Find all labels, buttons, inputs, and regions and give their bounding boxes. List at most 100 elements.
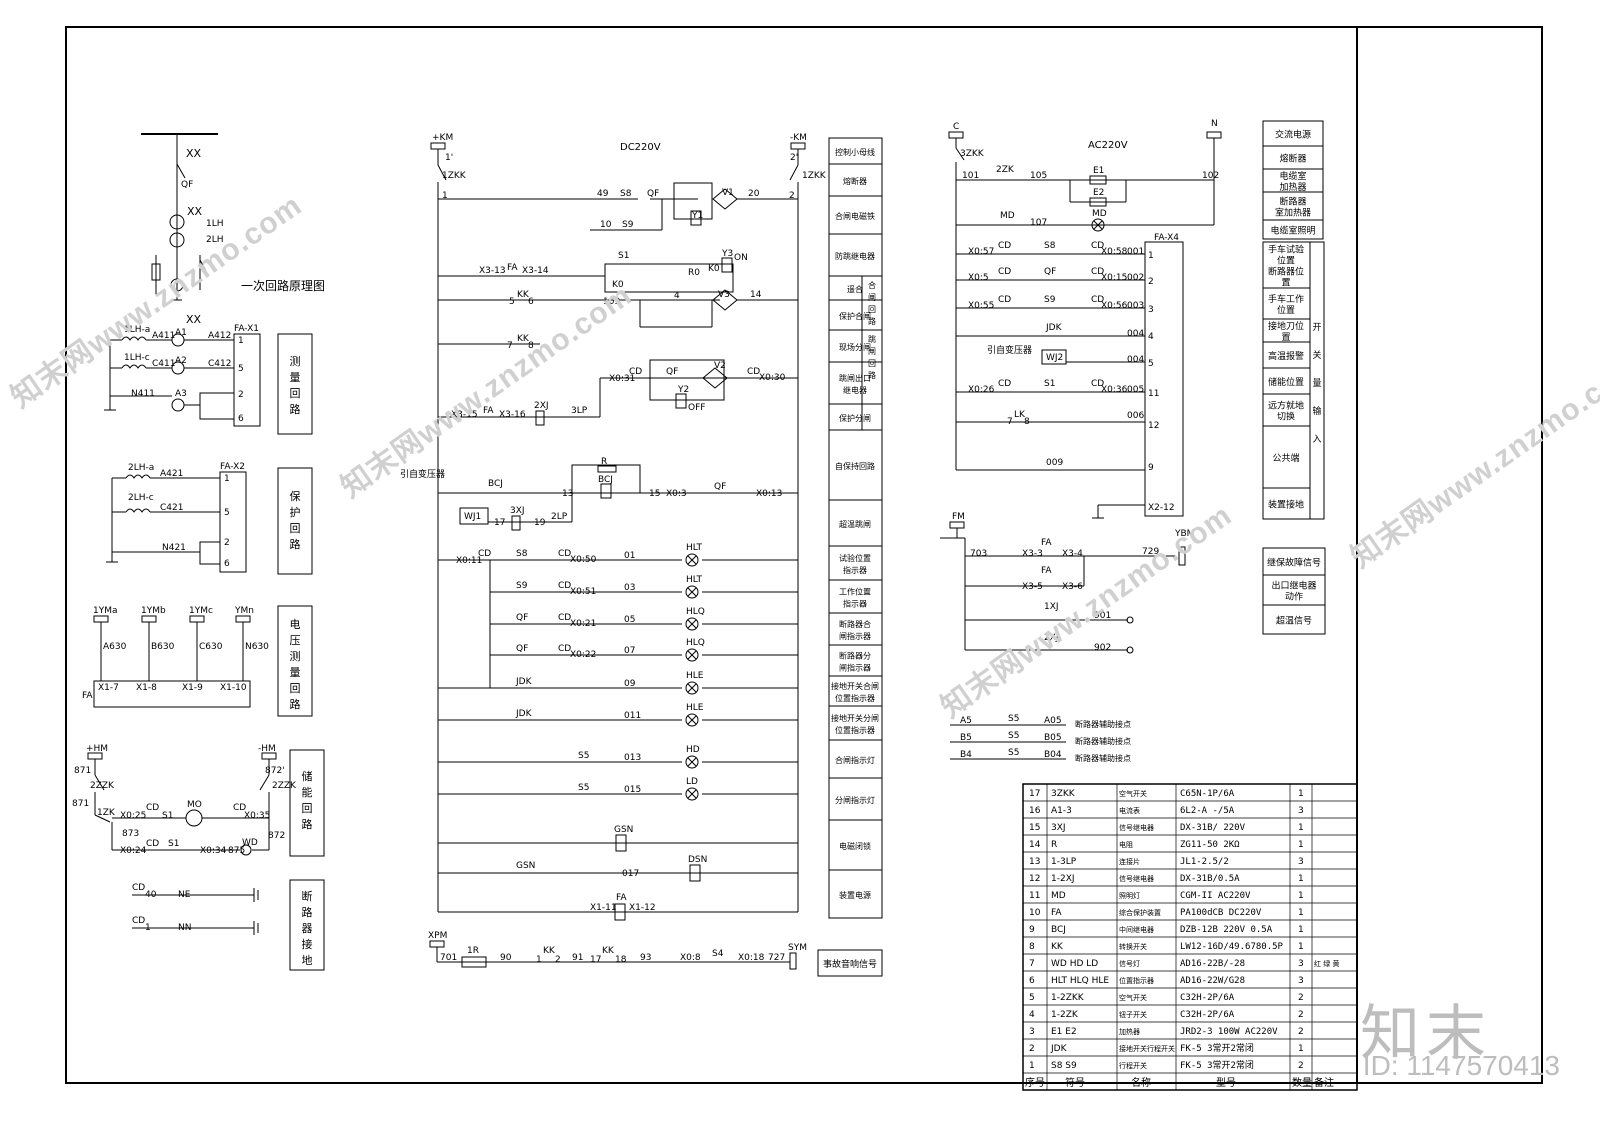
volt-fuse: 1YMb	[141, 606, 166, 616]
dc-cd: CD	[629, 367, 642, 377]
dc-kk8: 8	[528, 341, 534, 351]
dc-wj1: WJ1	[464, 512, 481, 522]
dc-s1: S1	[618, 251, 629, 261]
bom-cell: 5	[1029, 993, 1035, 1003]
ac-1xj: 1XJ	[1044, 602, 1059, 612]
dc-r91: 91	[572, 953, 583, 963]
bom-cell: JL1-2.5/2	[1180, 857, 1229, 867]
ac-position-label: 位置	[1277, 255, 1295, 267]
bom-cell: 3	[1298, 959, 1304, 969]
bom-cell: FA	[1051, 908, 1062, 918]
store-x034: X0:34	[200, 846, 227, 856]
lamp-switch: QF	[516, 644, 528, 654]
primary-bus-label: XX	[186, 147, 202, 160]
ac-x026: X0:26	[968, 385, 995, 395]
bom-cell: 6L2-A -/5A	[1180, 806, 1235, 816]
ac-c: C	[953, 122, 959, 132]
bom-cell: 1	[1298, 789, 1304, 799]
dc-function-label: 自保持回路	[835, 461, 875, 471]
dc-s4: S4	[712, 949, 724, 959]
prot-ct-c: 2LH-c	[128, 493, 154, 503]
ac-lk8: 8	[1024, 417, 1030, 427]
ac-row-wire: 002	[1127, 273, 1144, 283]
bom-cell: WD HD LD	[1051, 959, 1098, 969]
ac-x35: X3-5	[1022, 582, 1043, 592]
bom-cell: AD16-22B/-28	[1180, 959, 1245, 969]
dc-x030: X0:30	[759, 373, 786, 383]
ac-row-terminal: X0:55	[968, 301, 994, 311]
store-s1b: S1	[168, 839, 179, 849]
ac-r107: 107	[1030, 218, 1047, 228]
protection-circuit: 2LH-a 2LH-c A421 C421 N421 FA-X2 1 5 2 6…	[106, 462, 313, 575]
lamp-switch: JDK	[515, 677, 533, 687]
dc-event-label: 事故音响信号	[823, 958, 877, 970]
bom-cell: 11	[1029, 891, 1040, 901]
dc-function-label: 电磁闭锁	[839, 841, 871, 851]
bom-cell: 1	[1298, 874, 1304, 884]
dc-2xj: 2XJ	[534, 401, 549, 411]
dc-r017: 017	[622, 869, 639, 879]
dc-function-label: 断路器合	[839, 619, 871, 629]
dc-qf3: QF	[714, 482, 726, 492]
dc-r13: 13	[562, 489, 573, 499]
bom-cell: 1-3LP	[1051, 857, 1077, 867]
primary-circuit: XX QF XX 1LH 2LH 一次回路原理图	[141, 133, 325, 301]
ac-row-terminal-right: X0:15	[1101, 273, 1127, 283]
dc-k18: 18	[615, 955, 627, 965]
ac-e1: E1	[1093, 166, 1104, 176]
dc-r4: 4	[674, 291, 680, 301]
bom-cell: 接地开关行程开关	[1119, 1044, 1175, 1053]
bom-cell: 钮子开关	[1119, 1010, 1147, 1019]
volt-wire: C630	[199, 642, 223, 652]
volt-side-label: 电压测量回路	[290, 618, 301, 711]
ac-yzb: 引自变压器	[987, 344, 1032, 356]
gnd-cd: CD	[132, 883, 145, 893]
bom-cell: JRD2-3 100W AC220V	[1180, 1027, 1278, 1037]
bom-cell: 中间继电器	[1119, 925, 1154, 934]
dc-xpm: XPM	[428, 931, 447, 941]
bom-cell: 1	[1298, 823, 1304, 833]
volt-wire: B630	[151, 642, 175, 652]
store-n873: 873	[122, 829, 139, 839]
dc-k2: 2	[555, 955, 561, 965]
store-cd3: CD	[146, 839, 159, 849]
store-s1: S1	[162, 811, 173, 821]
gnd-cd2: CD	[132, 916, 145, 926]
ac-p4: 4	[1148, 332, 1154, 342]
bom-cell: 照明灯	[1119, 891, 1140, 900]
ac-md: MD	[1000, 211, 1015, 221]
bom-cell: 红 绿 黄	[1314, 959, 1339, 968]
dc-r49: 49	[597, 189, 609, 199]
dc-function-label: 跳闸出口	[839, 373, 871, 383]
ac-r102: 102	[1202, 171, 1219, 181]
bom-cell: C32H-2P/6A	[1180, 1010, 1235, 1020]
store-n875: 875	[228, 846, 245, 856]
bom-cell: R	[1051, 840, 1057, 850]
ac-position-label: 切换	[1277, 411, 1295, 423]
bom-cell: DX-31B/0.5A	[1180, 874, 1240, 884]
primary-xx-2: XX	[187, 205, 203, 218]
bom-cell: AD16-22W/G28	[1180, 976, 1245, 986]
dc-kk4: KK	[602, 946, 615, 956]
bom-cell: 15	[1029, 823, 1040, 833]
lamp-label: HLQ	[686, 638, 705, 648]
bom-cell: 电阻	[1119, 840, 1133, 849]
ac-zk: 3ZKK	[960, 149, 985, 159]
prot-w-a421: A421	[160, 469, 183, 479]
dc-function-labels: 控制小母线熔断器合闸电磁铁防跳继电器遥合保护合闸现场分闸跳闸出口继电器保护分闸自…	[829, 137, 882, 900]
dc-3xj: 3XJ	[510, 506, 525, 516]
ac-r105: 105	[1030, 171, 1047, 181]
dc-gsn: GSN	[614, 825, 633, 835]
ac-row-switch: S8	[1044, 241, 1056, 251]
ac-row-pin: 2	[1148, 277, 1154, 287]
dc-r90: 90	[500, 953, 512, 963]
lamp-label: HLQ	[686, 607, 705, 617]
lamp-circle	[685, 681, 699, 695]
bom-cell: 位置指示器	[1119, 976, 1154, 985]
ac-fm: FM	[952, 512, 965, 522]
voltage-circuit: 1YMa 1YMb 1YMc YMn A630 B630 C630 N630 X…	[82, 605, 313, 717]
brand-logo-text: 知末	[1360, 999, 1492, 1069]
